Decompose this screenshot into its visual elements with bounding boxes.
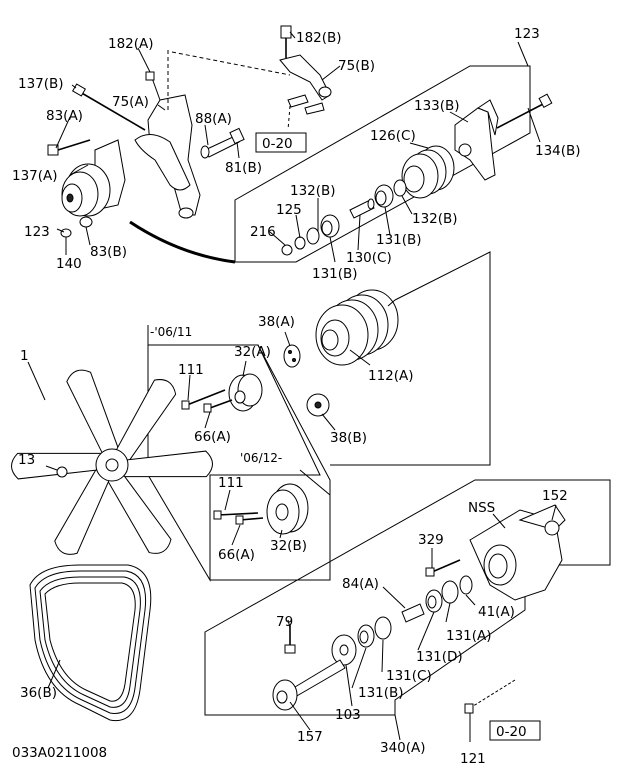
callout-123-left: 123 bbox=[24, 224, 50, 240]
callout-41a: 41(A) bbox=[478, 604, 515, 620]
callout-0-20-bottom: 0-20 bbox=[496, 724, 527, 740]
callout-83b: 83(B) bbox=[90, 244, 127, 260]
drawing-id: 033A0211008 bbox=[12, 745, 107, 761]
callout-121: 121 bbox=[460, 751, 486, 767]
callout-38b: 38(B) bbox=[330, 430, 367, 446]
range-box-top bbox=[255, 132, 307, 153]
callout-182b: 182(B) bbox=[296, 30, 342, 46]
callout-131b-pump: 131(B) bbox=[358, 685, 404, 701]
callout-06-12: '06/12- bbox=[240, 451, 282, 465]
callout-131a: 131(A) bbox=[446, 628, 492, 644]
callout-1: 1 bbox=[20, 348, 29, 364]
callout-152: 152 bbox=[542, 488, 568, 504]
callout-182a: 182(A) bbox=[108, 36, 154, 52]
callout-nss: NSS bbox=[468, 500, 495, 516]
callout-132b-right: 132(B) bbox=[412, 211, 458, 227]
callout-84a: 84(A) bbox=[342, 576, 379, 592]
callout-79: 79 bbox=[276, 614, 293, 630]
callout-140: 140 bbox=[56, 256, 82, 272]
callout-36b: 36(B) bbox=[20, 685, 57, 701]
tensioner-arm-parts bbox=[279, 25, 332, 131]
water-pump-box bbox=[204, 479, 611, 716]
idler-pulley-exploded-box bbox=[234, 65, 553, 263]
callout-125: 125 bbox=[276, 202, 302, 218]
callout-126c: 126(C) bbox=[370, 128, 416, 144]
callout-216: 216 bbox=[250, 224, 276, 240]
callout-88a: 88(A) bbox=[195, 111, 232, 127]
callout-131b-lower: 131(B) bbox=[312, 266, 358, 282]
range-box-bottom bbox=[489, 720, 541, 741]
callout-131b-right: 131(B) bbox=[376, 232, 422, 248]
callout-32a: 32(A) bbox=[234, 344, 271, 360]
callout-133b: 133(B) bbox=[414, 98, 460, 114]
callout-0-20-top: 0-20 bbox=[262, 136, 293, 152]
callout-66a-upper: 66(A) bbox=[194, 429, 231, 445]
callout-103: 103 bbox=[335, 707, 361, 723]
callout-112a: 112(A) bbox=[368, 368, 414, 384]
callout-137a: 137(A) bbox=[12, 168, 58, 184]
callout-labels: 182(A) 182(B) 137(B) 75(A) 75(B) 83(A) 8… bbox=[12, 26, 581, 767]
callout-83a: 83(A) bbox=[46, 108, 83, 124]
callout-134b: 134(B) bbox=[535, 143, 581, 159]
callout-137b: 137(B) bbox=[18, 76, 64, 92]
idler-bracket-assembly bbox=[47, 50, 291, 264]
callout-06-11: -'06/11 bbox=[150, 325, 192, 339]
v-ribbed-belt bbox=[29, 564, 152, 722]
callout-38a: 38(A) bbox=[258, 314, 295, 330]
callout-131d: 131(D) bbox=[416, 649, 463, 665]
callout-75b: 75(B) bbox=[338, 58, 375, 74]
callout-329: 329 bbox=[418, 532, 444, 548]
fan-coupling-parts bbox=[147, 344, 331, 582]
callout-131c: 131(C) bbox=[386, 668, 432, 684]
callout-157: 157 bbox=[297, 729, 323, 745]
callout-75a: 75(A) bbox=[112, 94, 149, 110]
fan-pulley-box bbox=[147, 251, 491, 495]
callout-123-right: 123 bbox=[514, 26, 540, 42]
callout-32b: 32(B) bbox=[270, 538, 307, 554]
cooling-fan bbox=[10, 369, 214, 555]
callout-340a: 340(A) bbox=[380, 740, 426, 756]
leader-lines bbox=[27, 31, 557, 742]
callout-111-upper: 111 bbox=[178, 362, 204, 378]
callout-81b: 81(B) bbox=[225, 160, 262, 176]
callout-13: 13 bbox=[18, 452, 35, 468]
callout-130c: 130(C) bbox=[346, 250, 392, 266]
callout-111-lower: 111 bbox=[218, 475, 244, 491]
callout-132b-upper: 132(B) bbox=[290, 183, 336, 199]
callout-66a-lower: 66(A) bbox=[218, 547, 255, 563]
